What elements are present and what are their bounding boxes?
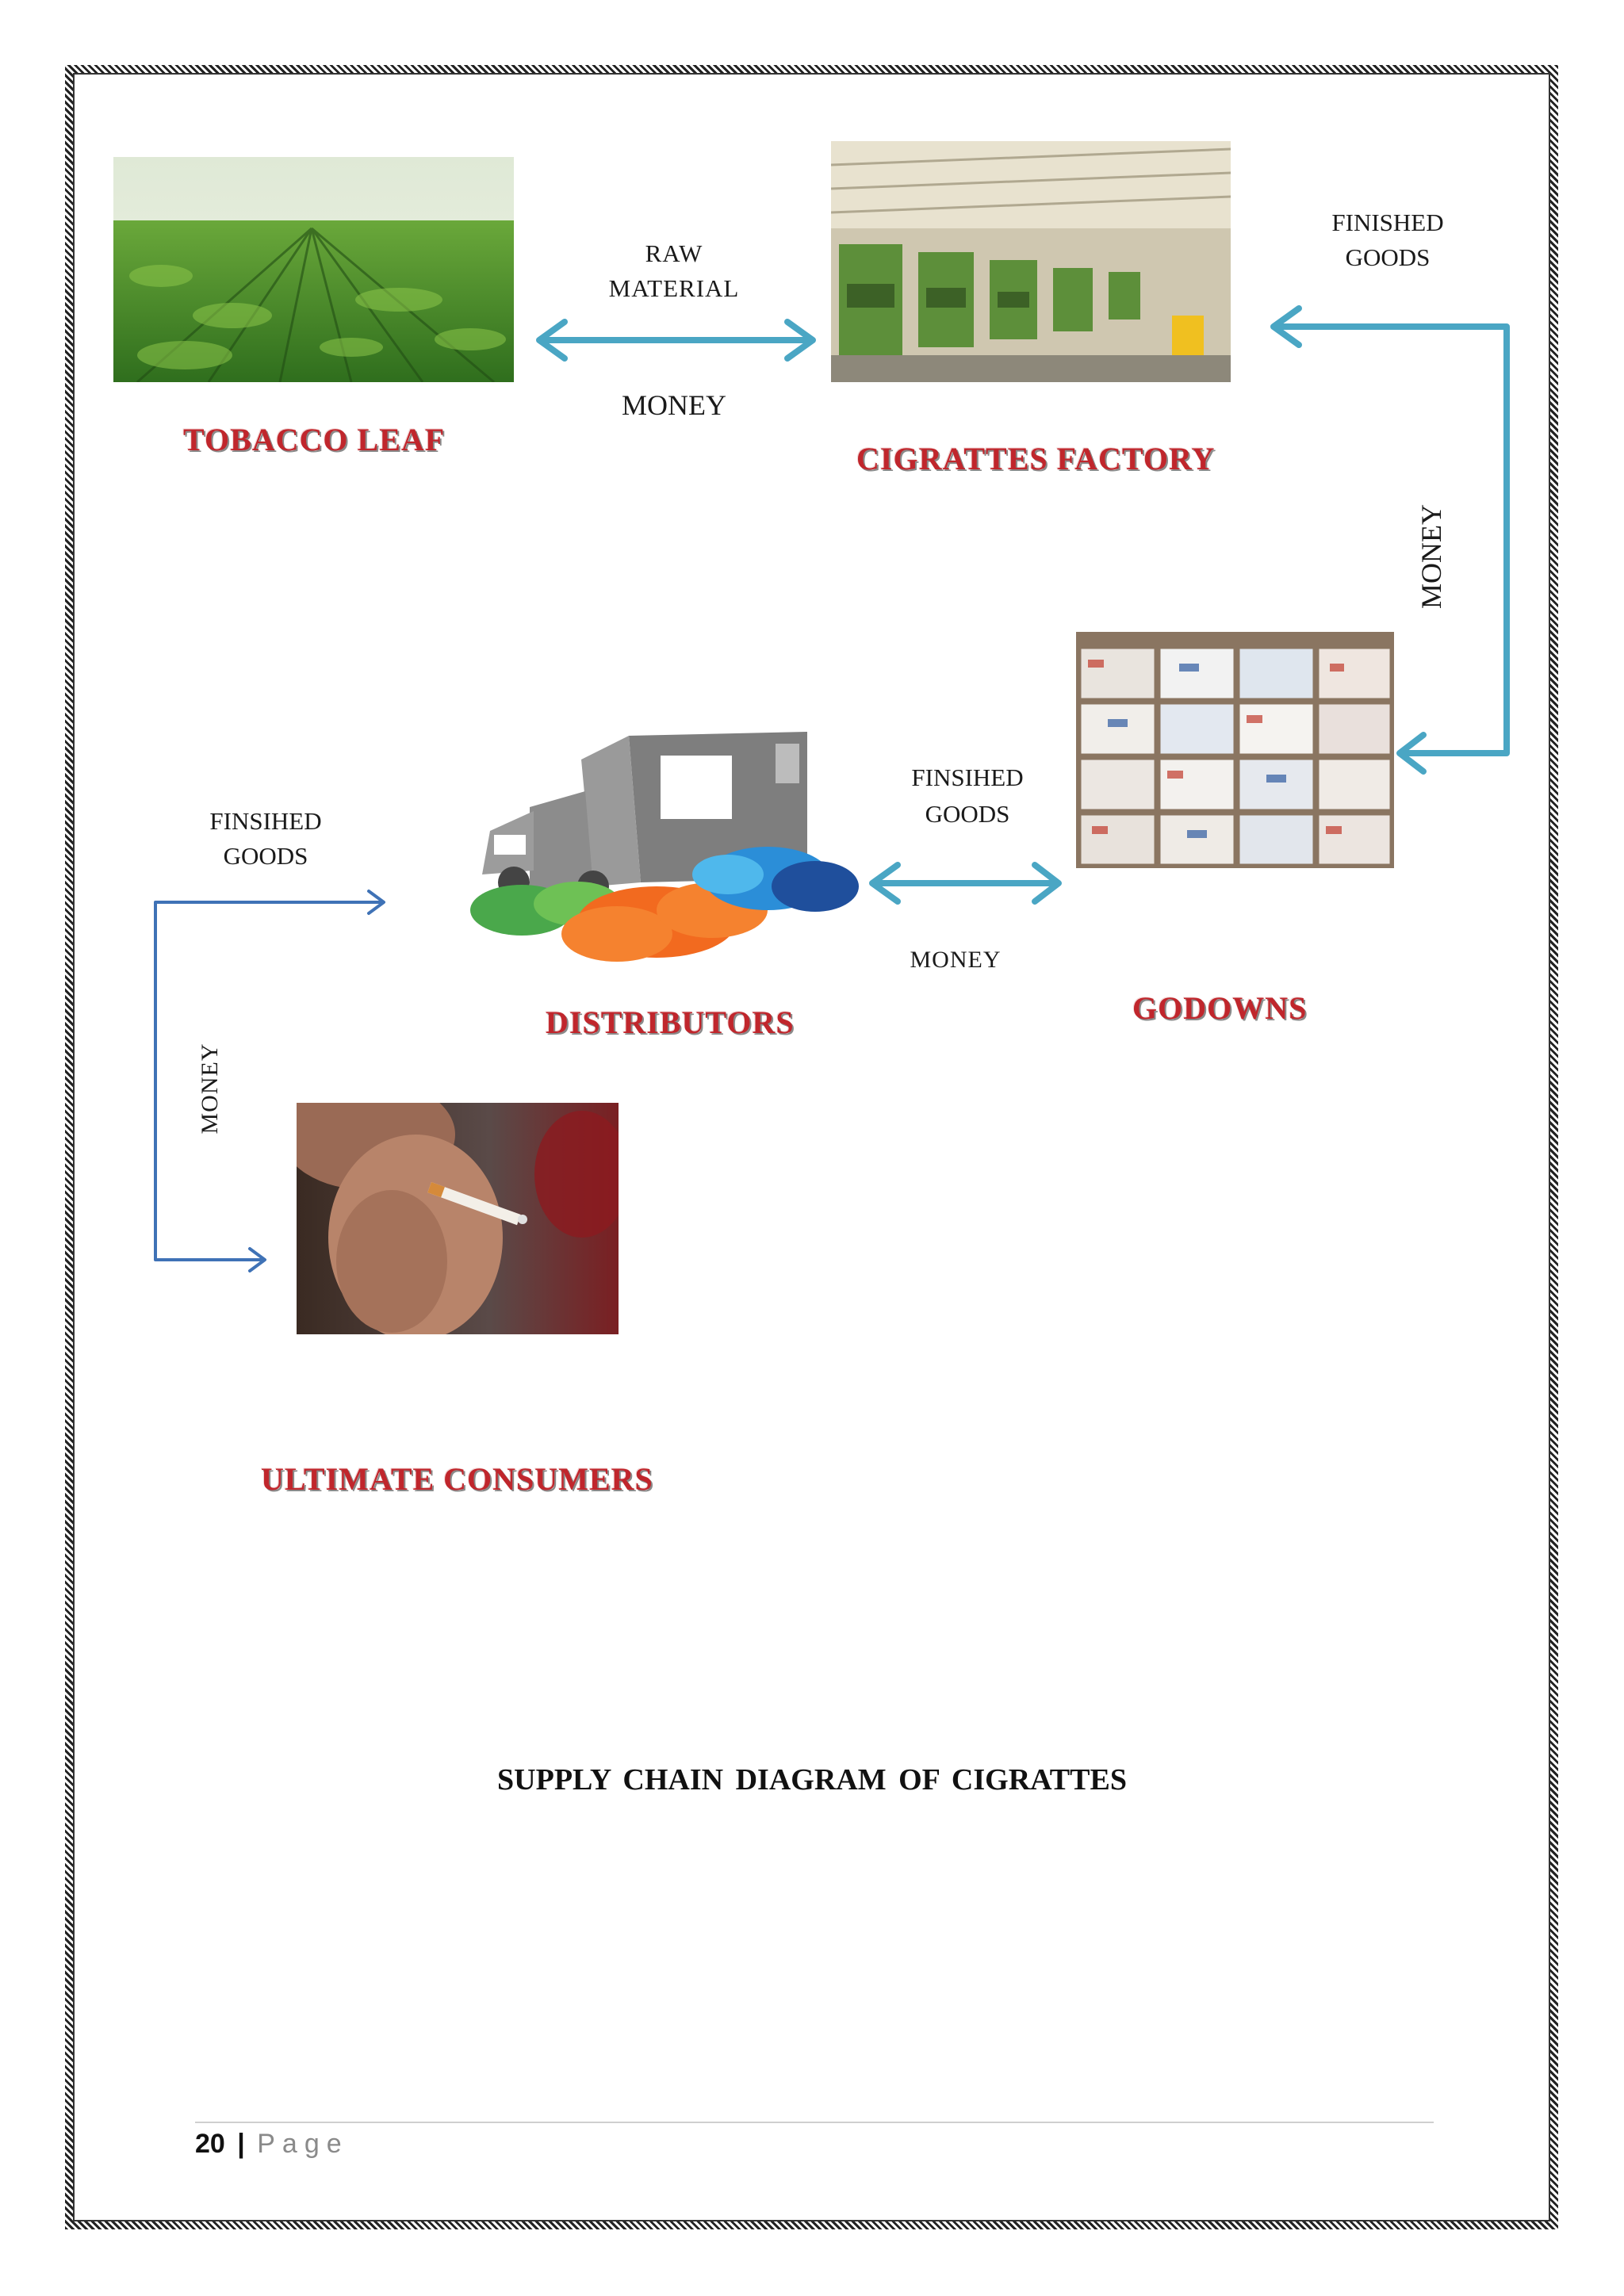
node-label-factory: CIGRATTES FACTORY — [856, 441, 1216, 476]
flow-label-money-factory-godown: MONEY — [1415, 504, 1447, 609]
page-footer: 20 | Page — [195, 2129, 349, 2160]
node-label-distributors: DISTRIBUTORS — [546, 1004, 795, 1040]
finsihed-goods-consumer-line1: FINSIHED — [209, 807, 322, 835]
flow-label-finished-goods: FINISHED GOODS — [1285, 205, 1491, 275]
diagram-caption: SUPPLY CHAIN DIAGRAM OF CIGRATTES — [497, 1763, 1127, 1797]
flow-label-finsihed-goods-godown: FINSIHED GOODS — [864, 760, 1071, 832]
page-number: 20 — [195, 2129, 225, 2159]
tobacco-field-image — [113, 157, 514, 382]
raw-material-line1: RAW — [645, 239, 703, 267]
finished-goods-line1: FINISHED — [1331, 209, 1444, 236]
footer-divider — [195, 2122, 1434, 2123]
flow-label-money-leaf-factory: MONEY — [622, 389, 726, 421]
consumer-smoking-image — [297, 1103, 619, 1334]
finsihed-goods-godown-line2: GOODS — [925, 800, 1010, 828]
flow-label-raw-material: RAW MATERIAL — [571, 236, 777, 306]
flow-label-money-distributor-consumer: MONEY — [197, 1043, 223, 1135]
raw-material-line2: MATERIAL — [608, 274, 740, 302]
page-border-inner — [73, 73, 1550, 2221]
page-word: Page — [257, 2129, 349, 2159]
factory-image — [831, 141, 1231, 382]
flow-label-money-godown-distributor: MONEY — [910, 947, 1002, 973]
footer-separator: | — [237, 2129, 245, 2159]
node-label-tobacco-leaf: TOBACCO LEAF — [183, 422, 446, 457]
distributors-truck-image — [458, 720, 859, 966]
node-label-consumers: ULTIMATE CONSUMERS — [261, 1461, 653, 1497]
finished-goods-line2: GOODS — [1345, 243, 1431, 271]
finsihed-goods-consumer-line2: GOODS — [223, 842, 308, 870]
flow-label-finsihed-goods-consumer: FINSIHED GOODS — [163, 804, 369, 874]
godowns-image — [1076, 632, 1394, 868]
node-label-godowns: GODOWNS — [1132, 990, 1308, 1026]
finsihed-goods-godown-line1: FINSIHED — [911, 763, 1024, 791]
